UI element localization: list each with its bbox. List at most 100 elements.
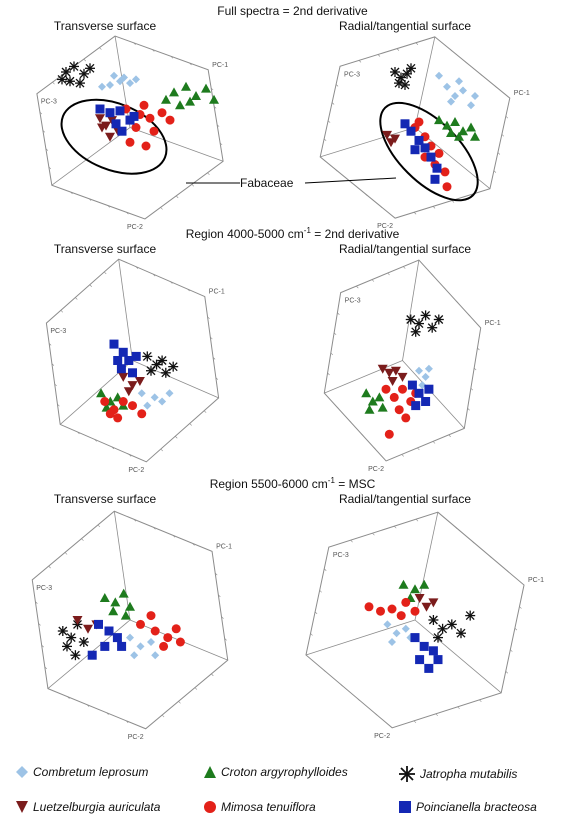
point-croton — [458, 126, 468, 136]
point-croton — [446, 128, 456, 138]
point-croton — [101, 402, 112, 412]
point-combretum — [136, 642, 145, 651]
point-croton — [361, 388, 372, 398]
cube-edge — [51, 127, 131, 186]
point-poincianella — [112, 633, 122, 643]
axis-tick — [413, 720, 417, 724]
cube-edge — [129, 127, 224, 162]
point-jatropha — [406, 63, 416, 74]
point-jatropha — [78, 637, 89, 647]
point-jatropha — [65, 76, 75, 87]
axis-tick — [372, 532, 375, 536]
point-jatropha — [405, 314, 416, 325]
axis-tick — [379, 205, 383, 209]
axis-label: PC-1 — [212, 62, 228, 69]
point-croton — [377, 402, 388, 412]
axis-tick — [207, 316, 210, 320]
point-mimosa — [389, 392, 399, 402]
point-poincianella — [118, 347, 128, 357]
point-poincianella — [420, 143, 430, 153]
axis-tick — [448, 434, 451, 438]
axis-tick — [51, 363, 55, 366]
axis-tick — [479, 73, 483, 76]
point-poincianella — [116, 364, 126, 374]
axis-tick — [327, 120, 331, 123]
point-combretum — [455, 77, 463, 86]
axis-tick — [160, 207, 163, 210]
axis-tick — [464, 61, 468, 64]
point-mimosa — [118, 397, 128, 406]
diamond-icon — [16, 766, 28, 778]
panel-title-radial-2: Radial/tangential surface — [338, 242, 472, 256]
point-poincianella — [428, 646, 438, 656]
point-jatropha — [428, 615, 439, 625]
axis-tick — [333, 332, 337, 336]
axis-tick — [160, 448, 163, 452]
point-mimosa — [376, 606, 385, 616]
point-poincianella — [109, 339, 119, 349]
point-croton — [398, 579, 409, 589]
axis-tick — [506, 570, 510, 573]
scatter-panel-1: PC-1PC-2PC-3 — [36, 35, 228, 231]
axis-tick — [330, 352, 334, 356]
point-combretum — [151, 651, 160, 660]
axis-tick — [104, 271, 107, 275]
point-poincianella — [414, 388, 424, 398]
point-mimosa — [125, 137, 135, 147]
axis-tick — [133, 519, 137, 522]
axis-tick — [60, 310, 64, 313]
axis-tick — [207, 172, 210, 176]
axis-tick — [214, 572, 218, 576]
axis-label: PC-2 — [368, 466, 384, 473]
point-croton — [419, 579, 430, 589]
axis-tick — [449, 48, 453, 52]
axis-tick — [494, 85, 498, 89]
axis-tick — [187, 288, 190, 292]
point-croton — [434, 115, 444, 125]
scatter-panel-5: PC-1PC-2PC-3 — [31, 510, 232, 741]
axis-tick — [153, 527, 156, 530]
axis-tick — [335, 84, 339, 87]
axis-label: PC-1 — [485, 320, 501, 327]
axis-tick — [334, 168, 338, 172]
axis-tick — [356, 285, 359, 289]
point-mimosa — [113, 413, 123, 423]
axis-tick — [510, 649, 513, 652]
point-mimosa — [163, 633, 173, 643]
axis-tick — [38, 623, 41, 626]
point-mimosa — [396, 611, 406, 621]
point-poincianella — [131, 351, 141, 361]
point-combretum — [424, 364, 433, 373]
axis-tick — [135, 266, 139, 269]
point-poincianella — [426, 152, 436, 162]
point-croton — [442, 120, 452, 130]
point-combretum — [143, 401, 152, 410]
point-luetzelburgia — [105, 132, 115, 142]
axis-tick — [322, 669, 326, 672]
point-jatropha — [57, 626, 68, 636]
point-croton — [108, 606, 119, 616]
point-poincianella — [104, 626, 114, 636]
axis-tick — [213, 106, 217, 109]
axis-tick — [189, 423, 192, 426]
axis-tick — [473, 367, 477, 371]
cube-edge — [324, 360, 403, 394]
axis-label: PC-3 — [333, 552, 349, 559]
point-poincianella — [124, 356, 134, 365]
axis-tick — [519, 606, 522, 609]
point-mimosa — [136, 619, 145, 629]
point-luetzelburgia — [134, 377, 145, 386]
triangle-down-icon — [16, 801, 28, 813]
triangle-up-icon — [204, 766, 216, 778]
axis-tick — [94, 439, 97, 442]
point-combretum — [451, 92, 459, 101]
axis-tick — [505, 116, 509, 119]
axis-tick — [358, 60, 362, 63]
axis-label: PC-2 — [128, 467, 144, 474]
axis-label: PC-3 — [41, 99, 57, 106]
point-croton — [175, 100, 185, 110]
axis-tick — [443, 286, 446, 290]
panel-title-transverse-1: Transverse surface — [53, 19, 157, 33]
legend-item-combretum: Combretum leprosum — [15, 765, 148, 779]
square-icon — [399, 801, 411, 813]
